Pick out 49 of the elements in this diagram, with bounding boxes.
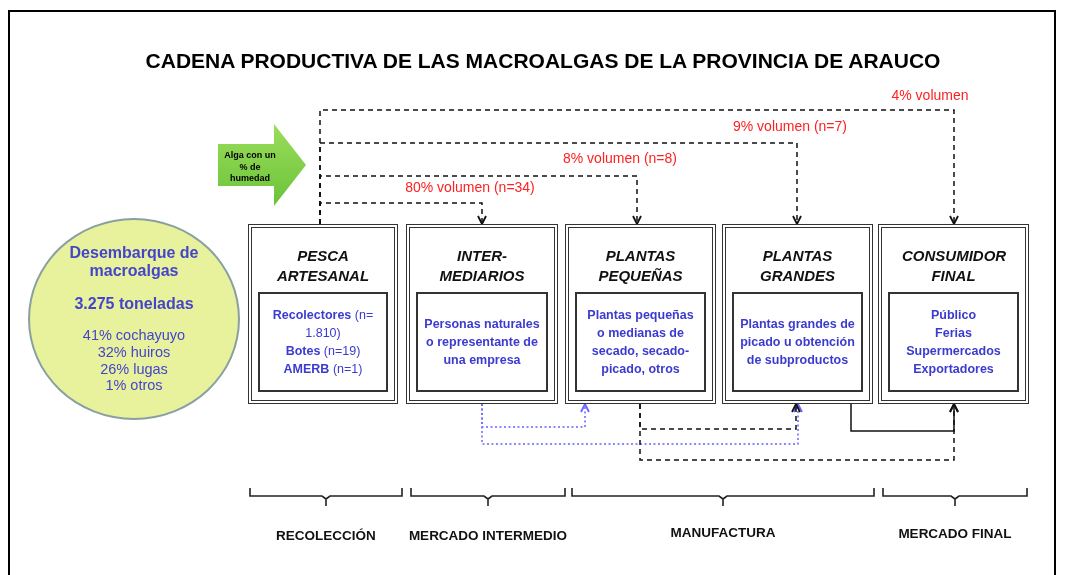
stage-heading: CONSUMIDOR FINAL — [901, 246, 1008, 285]
description-text: Botes (n=19) — [285, 343, 361, 360]
phase-label: MERCADO FINAL — [898, 526, 1012, 541]
description-text: Público — [930, 306, 977, 324]
stage-heading: PLANTAS PEQUEÑAS — [597, 246, 684, 285]
arrow — [850, 403, 959, 432]
description-text: AMERB (n=1) — [283, 361, 363, 379]
phase-label: MERCADO INTERMEDIO — [408, 528, 568, 543]
arrow — [319, 142, 802, 225]
description-text: Plantas pequeñas o medianas de secado, secado- picado, otros — [586, 306, 695, 379]
description-box — [258, 292, 388, 392]
description-text: Plantas grandes de picado u obtención de subproductos — [740, 315, 855, 370]
edge-label: 9% volumen (n=7) — [731, 118, 849, 134]
title: CADENA PRODUCTIVA DE LAS MACROALGAS DE LA PROVINCIA DE ARAUCO — [144, 49, 942, 73]
phase-label: MANUFACTURA — [670, 525, 776, 540]
stage-box — [722, 224, 873, 404]
edge-label: 8% volumen (n=8) — [561, 150, 679, 166]
description-text: Ferias — [935, 324, 972, 342]
description-text: Exportadores — [913, 361, 994, 379]
arrow — [639, 403, 801, 430]
description-text: Personas naturales o representante de una empresa — [424, 315, 540, 370]
edge-label: 4% volumen — [889, 87, 971, 103]
ellipse-text: 41% cochayuyo — [82, 327, 186, 344]
description-box — [888, 292, 1019, 392]
arrow — [319, 109, 959, 225]
description-box — [732, 292, 863, 392]
stage-heading: INTER- MEDIARIOS — [438, 246, 526, 285]
description-text: Recolectores (n= 1.810) — [271, 306, 375, 342]
description-box — [416, 292, 548, 392]
arrow — [319, 202, 487, 225]
phase-label: RECOLECCIÓN — [276, 528, 376, 543]
ellipse-text: 1% otros — [105, 377, 163, 394]
arrow — [481, 403, 590, 428]
stage-heading: PESCA ARTESANAL — [275, 246, 371, 285]
arrow — [481, 403, 803, 445]
stage-box — [248, 224, 398, 404]
stage-box — [878, 224, 1029, 404]
ellipse-text: 32% huiros — [97, 343, 171, 361]
stage-heading: PLANTAS GRANDES — [759, 246, 836, 285]
description-text: Supermercados — [906, 343, 1001, 360]
ellipse-text: Desembarque de macroalgas — [68, 244, 200, 281]
stage-box — [406, 224, 558, 404]
stage-box — [565, 224, 716, 404]
description-box — [575, 292, 706, 392]
ellipse-text: 26% lugas — [100, 360, 168, 378]
ellipse-text: 3.275 toneladas — [74, 294, 194, 314]
arrow — [319, 175, 642, 225]
arrow-text: Alga con un % de humedad — [223, 150, 277, 186]
edge-label: 80% volumen (n=34) — [403, 179, 537, 195]
